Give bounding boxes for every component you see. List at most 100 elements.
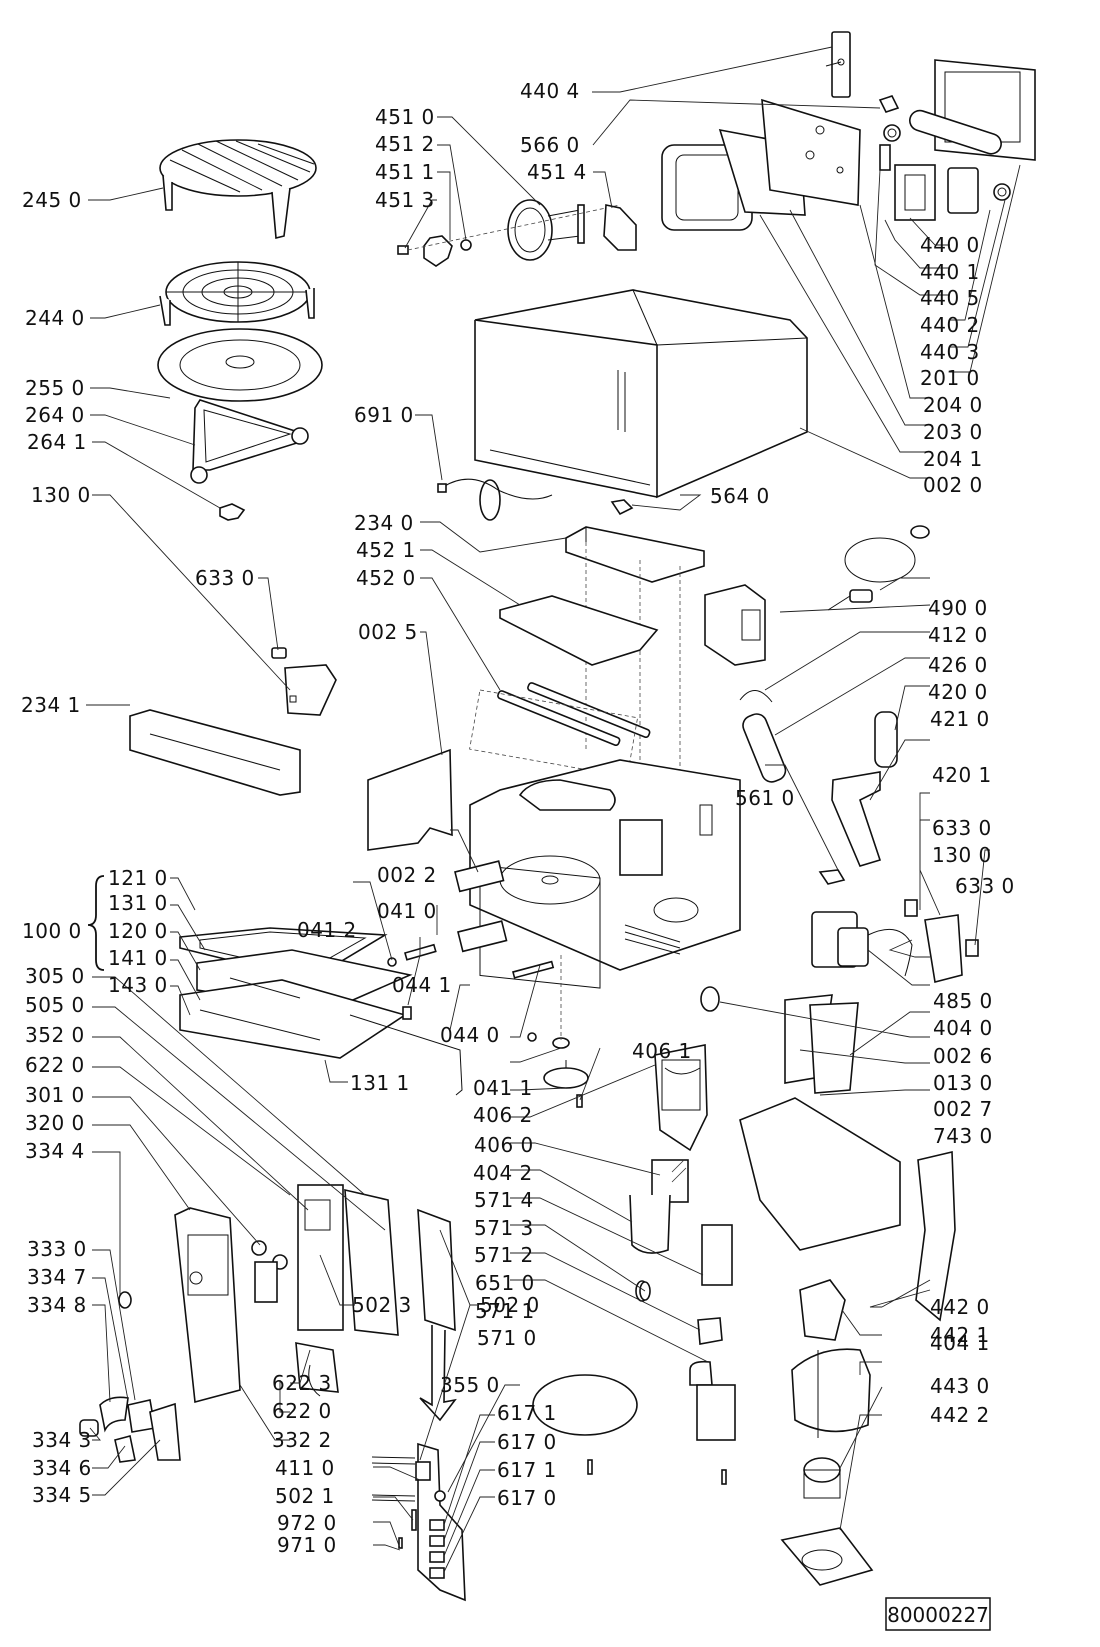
part-label: 130 0 (31, 483, 91, 507)
transformer-fan-motor (811, 899, 979, 983)
heater-reflector-part (499, 595, 659, 666)
part-label: 002 5 (358, 620, 418, 644)
part-label: 305 0 (25, 964, 85, 988)
door-latch-rod (349, 1006, 463, 1096)
part-label: 571 2 (474, 1243, 534, 1267)
part-label: 044 1 (392, 973, 452, 997)
part-label: 571 3 (474, 1216, 534, 1240)
part-label: 044 0 (440, 1023, 500, 1047)
part-label: 443 0 (930, 1374, 990, 1398)
part-label: 255 0 (25, 376, 85, 400)
part-label: 334 7 (27, 1265, 87, 1289)
part-label: 442 2 (930, 1403, 990, 1427)
outer-cabinet-part (474, 289, 808, 499)
part-label: 452 1 (356, 538, 416, 562)
side-cover-panels (784, 994, 859, 1094)
part-label: 420 0 (928, 680, 988, 704)
magnetron-components (878, 95, 1011, 221)
part-label: 334 4 (25, 1139, 85, 1163)
part-label: 002 6 (933, 1044, 993, 1068)
part-label: 130 0 (932, 843, 992, 867)
side-panel-part (367, 748, 453, 851)
part-label: 406 1 (632, 1039, 692, 1063)
part-label: 571 4 (474, 1188, 534, 1212)
door-assembly-part (179, 927, 413, 1059)
coupler-part (219, 503, 246, 521)
part-label: 201 0 (920, 366, 980, 390)
reference-number-box: 80000227 (885, 1597, 991, 1631)
part-label: 564 0 (710, 484, 770, 508)
capacitor-parts (739, 690, 898, 867)
part-label: 490 0 (928, 596, 988, 620)
part-label: 404 1 (930, 1331, 990, 1355)
leader-lines (86, 46, 1021, 1573)
lamp-holder-gasket (532, 1374, 727, 1485)
hv-transformer-part (704, 584, 766, 666)
part-label: 244 0 (25, 306, 85, 330)
group-member-label: 131 0 (108, 891, 168, 915)
part-label: 041 2 (297, 918, 357, 942)
part-label: 426 0 (928, 653, 988, 677)
group-leader-lines (170, 877, 206, 1016)
part-label: 332 2 (272, 1428, 332, 1452)
part-label: 421 0 (930, 707, 990, 731)
part-label: 301 0 (25, 1083, 85, 1107)
part-label: 002 0 (923, 473, 983, 497)
part-label: 355 0 (440, 1373, 500, 1397)
part-label: 633 0 (195, 566, 255, 590)
part-label: 451 1 (375, 160, 435, 184)
part-label: 334 8 (27, 1293, 87, 1317)
waveguide-part (909, 59, 1036, 161)
part-label: 404 2 (473, 1161, 533, 1185)
part-label: 451 4 (527, 160, 587, 184)
part-label: 041 1 (473, 1076, 533, 1100)
part-label: 333 0 (27, 1237, 87, 1261)
part-label: 633 0 (955, 874, 1015, 898)
foot-part (700, 986, 720, 1012)
part-label: 264 1 (27, 430, 87, 454)
lamp-assembly-parts (629, 1159, 736, 1441)
part-label: 622 0 (25, 1053, 85, 1077)
part-label: 571 1 (475, 1299, 535, 1323)
part-label: 002 7 (933, 1097, 993, 1121)
part-label: 622 3 (272, 1371, 332, 1395)
part-label: 440 5 (920, 286, 980, 310)
grill-rack-part (159, 139, 317, 240)
part-label: 743 0 (933, 1124, 993, 1148)
hinge-parts (387, 943, 437, 967)
part-label: 334 3 (32, 1428, 92, 1452)
part-label: 502 0 (480, 1293, 540, 1317)
part-label: 440 3 (920, 340, 980, 364)
quartz-heater-tubes (469, 682, 651, 778)
air-duct-part (654, 1044, 708, 1152)
part-label: 691 0 (354, 403, 414, 427)
part-label: 234 0 (354, 511, 414, 535)
part-label: 451 0 (375, 105, 435, 129)
stirrer-fan-parts (397, 199, 621, 267)
part-label: 617 1 (497, 1401, 557, 1425)
part-label: 440 0 (920, 233, 980, 257)
part-label: 420 1 (932, 763, 992, 787)
part-label: 245 0 (22, 188, 82, 212)
group-member-label: 120 0 (108, 919, 168, 943)
part-label: 633 0 (932, 816, 992, 840)
part-labels: 440 4 451 0 451 2 451 1 451 3 566 0 451 … (21, 79, 1015, 1557)
part-label: 451 3 (375, 188, 435, 212)
grill-element-plates (661, 98, 861, 231)
part-label: 264 0 (25, 403, 85, 427)
part-label: 440 4 (520, 79, 580, 103)
part-label: 334 5 (32, 1483, 92, 1507)
group-member-label: 143 0 (108, 973, 168, 997)
door-switch-left (271, 647, 337, 716)
part-label: 485 0 (933, 989, 993, 1013)
part-label: 972 0 (277, 1511, 337, 1535)
parts-drawings (79, 31, 1036, 1602)
part-label: 442 0 (930, 1295, 990, 1319)
part-label: 571 0 (477, 1326, 537, 1350)
part-label: 617 1 (497, 1458, 557, 1482)
part-label: 411 0 (275, 1456, 335, 1480)
oven-cavity-part (469, 759, 741, 989)
part-label: 440 1 (920, 260, 980, 284)
exhaust-chimney-part (915, 1150, 956, 1322)
